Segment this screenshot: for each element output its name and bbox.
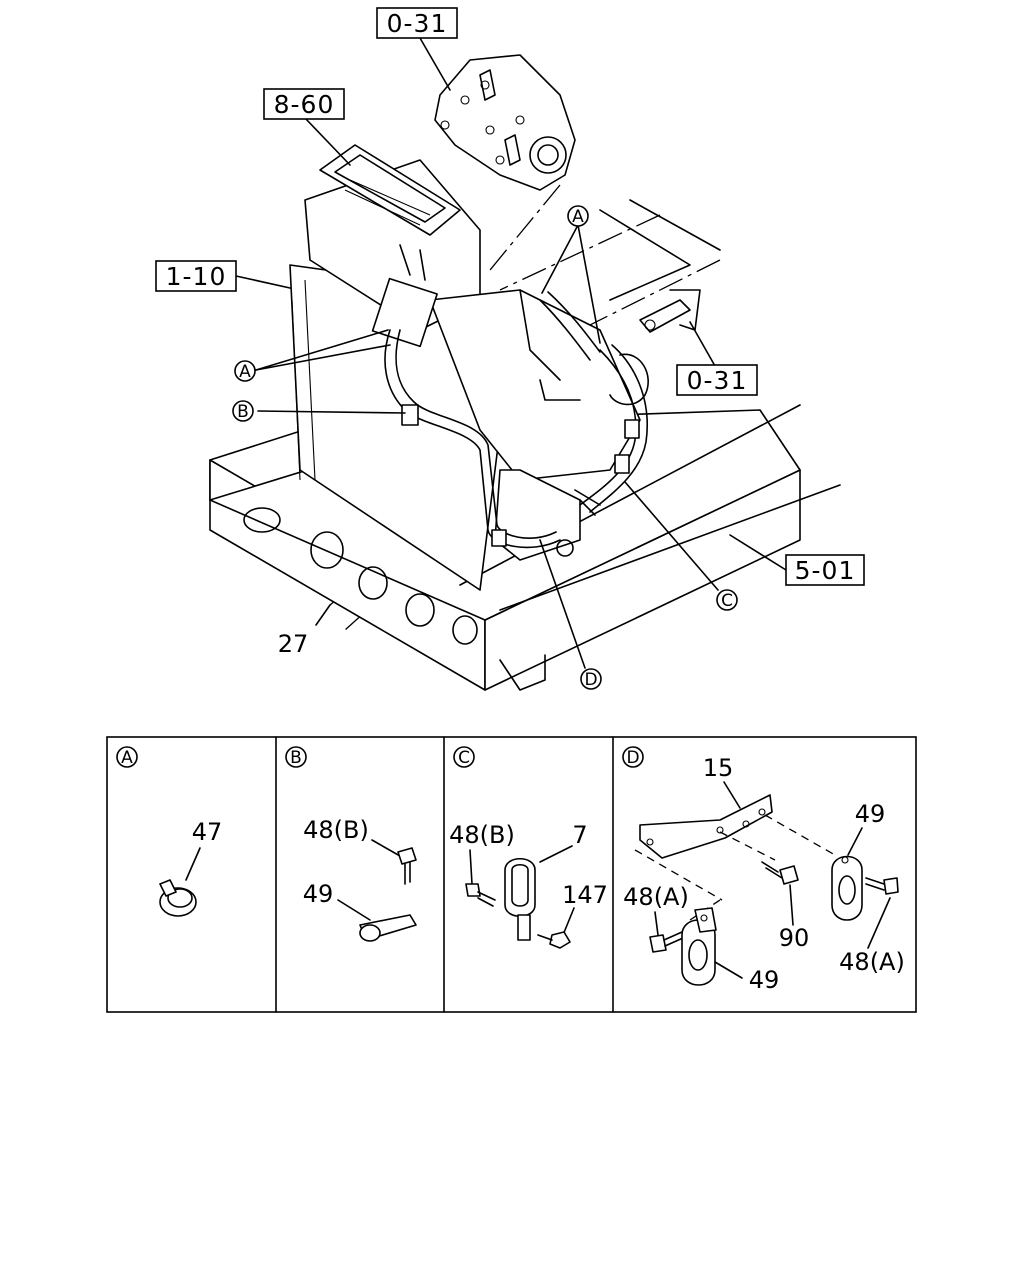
callout-letter: B (237, 402, 249, 422)
main-assembly: 0-31 8-60 1-10 0-31 5-01 A A B (155, 7, 865, 691)
part-number-48b: 48(B) (303, 816, 369, 844)
part-number-27: 27 (278, 630, 309, 658)
detail-panel-b: B 48(B) 49 (285, 746, 417, 942)
clip-icon (831, 855, 863, 921)
part-number-49-top: 49 (855, 800, 886, 828)
callout-letter: A (239, 362, 251, 382)
ref-box-1-10[interactable]: 1-10 (155, 260, 237, 292)
callout-d: D (580, 668, 602, 690)
ref-label: 0-31 (387, 9, 448, 38)
panel-letter: B (290, 748, 302, 768)
part-number-47: 47 (192, 818, 223, 846)
part-number-49: 49 (303, 880, 334, 908)
panel-letter: A (121, 748, 133, 768)
part-number-7: 7 (572, 821, 587, 849)
callout-b: B (232, 400, 254, 422)
nut-icon (537, 931, 571, 949)
panel-letter: C (458, 748, 470, 768)
callout-letter: D (584, 670, 597, 690)
ref-label: 5-01 (795, 556, 856, 585)
bolt-icon (465, 883, 496, 907)
hoses (384, 291, 649, 557)
ref-label: 0-31 (687, 366, 748, 395)
ref-box-8-60[interactable]: 8-60 (263, 88, 345, 120)
callout-letter: A (572, 207, 584, 227)
ref-box-0-31-top[interactable]: 0-31 (376, 7, 458, 39)
ref-box-0-31-right[interactable]: 0-31 (676, 364, 758, 396)
bolt-icon (649, 931, 684, 953)
bracket-plate-icon (639, 794, 773, 859)
bolt-icon (761, 861, 799, 885)
clip-icon (359, 914, 417, 942)
part-number-48a-left: 48(A) (623, 883, 689, 911)
part-number-49-bottom: 49 (749, 966, 780, 994)
detail-panels: A 47 B 48(B) 49 (106, 736, 917, 1013)
hose-clamp-icon (159, 879, 197, 917)
part-number-90: 90 (779, 924, 810, 952)
callout-a-left: A (234, 360, 256, 382)
bolt-icon (397, 847, 417, 885)
central-housing (371, 277, 641, 561)
detail-panel-d: D 15 49 (622, 746, 905, 994)
ref-box-5-01[interactable]: 5-01 (785, 554, 865, 586)
heater-unit (304, 144, 481, 331)
fitting-right (639, 289, 701, 333)
part-number-48b: 48(B) (449, 821, 515, 849)
clip-icon (681, 907, 717, 986)
part-number-48a-right: 48(A) (839, 948, 905, 976)
bracket-clip-icon (504, 857, 536, 941)
detail-panel-c: C 48(B) 7 147 (449, 746, 608, 949)
callout-letter: C (721, 591, 733, 611)
detail-panel-a: A 47 (116, 746, 223, 917)
leader-lines (235, 37, 787, 669)
panel-letter: D (626, 748, 639, 768)
bolt-icon (865, 877, 899, 895)
part-number-15: 15 (703, 754, 734, 782)
compressor (434, 54, 576, 191)
part-number-147: 147 (562, 881, 608, 909)
callout-a-right: A (567, 205, 589, 227)
ref-label: 1-10 (166, 262, 227, 291)
callout-c: C (716, 589, 738, 611)
ref-label: 8-60 (274, 90, 335, 119)
